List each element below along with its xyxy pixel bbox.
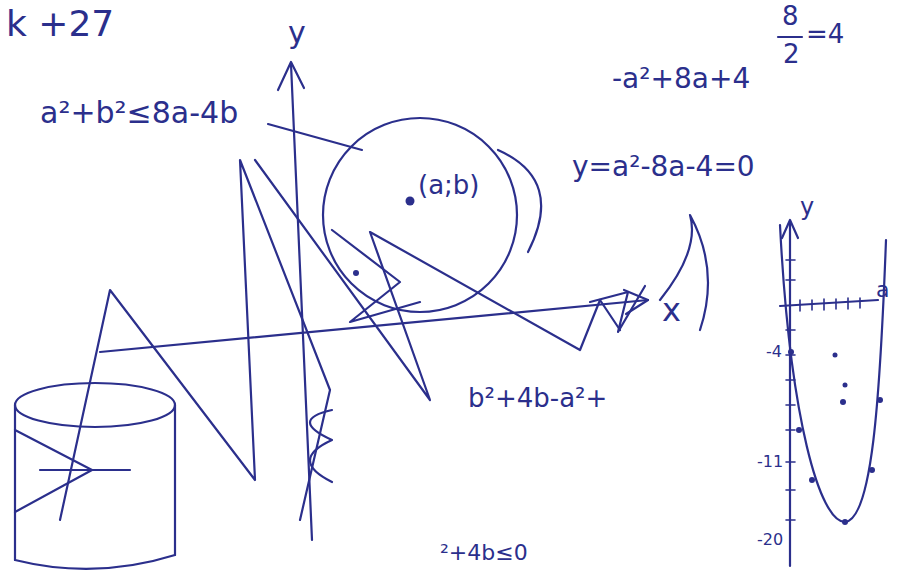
expression: k +27 <box>6 4 114 44</box>
fraction-bar <box>778 36 802 38</box>
axis-label: y <box>288 16 306 49</box>
inequality: ²+4b≤0 <box>440 541 528 565</box>
tick-value: -4 <box>766 343 782 361</box>
axis-label: y <box>800 194 814 220</box>
graph-y-axis <box>789 222 791 566</box>
cylinder-side <box>15 405 175 560</box>
circle-region: (a;b) <box>320 115 520 315</box>
scribble <box>268 124 362 150</box>
tick-value: -11 <box>757 453 783 471</box>
graph-x-axis <box>780 300 878 306</box>
point-label: (a;b) <box>418 171 479 200</box>
cylinder-bottom <box>15 555 175 569</box>
center-point <box>406 197 415 206</box>
x-axis <box>100 300 648 352</box>
scribble <box>60 160 330 520</box>
expression: =4 <box>806 20 844 49</box>
point <box>353 270 359 276</box>
scribble <box>255 160 620 400</box>
cylinder-top <box>15 383 175 427</box>
scribble <box>310 410 332 482</box>
graph-points <box>788 349 883 525</box>
fraction-denominator: 2 <box>783 40 800 69</box>
parabola <box>780 225 886 522</box>
axis-label: a <box>876 278 889 302</box>
graph-ticks <box>786 260 860 520</box>
circle-outline <box>320 115 520 315</box>
equation: y=a²-8a-4=0 <box>572 152 755 183</box>
fraction-numerator: 8 <box>782 2 799 31</box>
cylinder-section <box>15 430 130 512</box>
graph-y-arrow <box>782 220 798 238</box>
tick-value: -20 <box>757 531 783 549</box>
struck-expression: b²+4b-a²+ <box>468 384 607 413</box>
y-axis-arrow <box>278 62 304 90</box>
expression: -a²+8a+4 <box>612 64 750 95</box>
scribble <box>660 215 708 330</box>
circle-outline <box>323 118 517 312</box>
axis-label: x <box>662 293 681 328</box>
inequality: a²+b²≤8a-4b <box>40 96 238 129</box>
scribble <box>590 286 645 332</box>
